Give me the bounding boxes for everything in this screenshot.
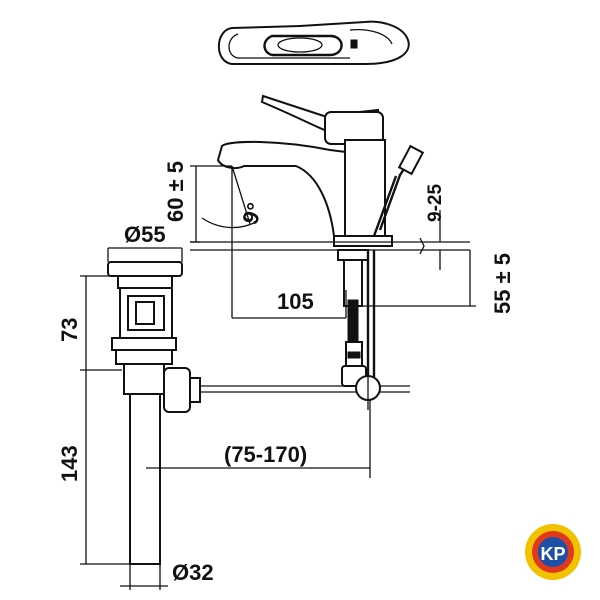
dim-spout-angle: 9°	[237, 199, 268, 227]
dim-spout-height: 60 ± 5	[163, 161, 188, 222]
dim-waste-top-diameter: Ø55	[124, 222, 166, 247]
dim-tailpiece-diameter: Ø32	[172, 560, 214, 585]
dim-spout-reach: 105	[277, 289, 314, 314]
dim-shank-length: 55 ± 5	[490, 253, 515, 314]
svg-text:KP: KP	[540, 544, 565, 564]
faucet-body	[216, 94, 425, 247]
dim-pull-rod-range: (75-170)	[224, 442, 307, 467]
dim-deck-thickness: 9-25	[425, 184, 446, 222]
mounting-shank	[337, 249, 376, 390]
brand-logo: KP	[525, 524, 581, 580]
dim-waste-lower-height: 143	[57, 445, 82, 482]
deck-surface	[190, 237, 470, 255]
dim-waste-upper-height: 73	[57, 318, 82, 342]
popup-waste	[107, 261, 410, 565]
handle-top-view	[217, 20, 410, 65]
dimension-lines	[80, 165, 476, 590]
